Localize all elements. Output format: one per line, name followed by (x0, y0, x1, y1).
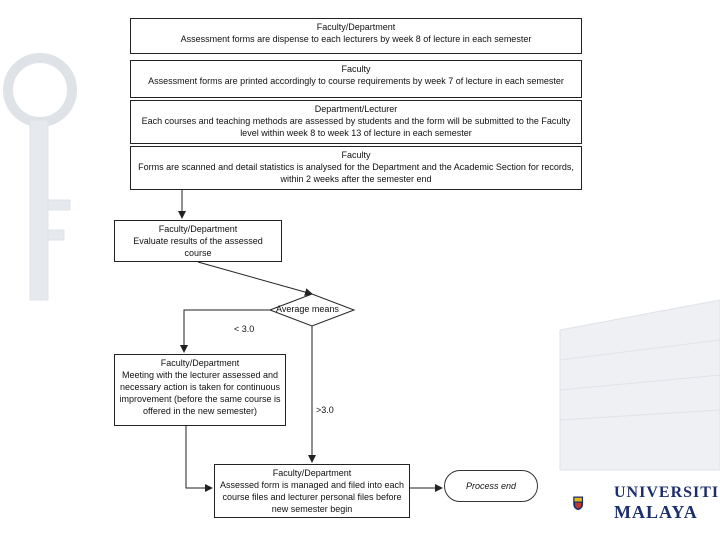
decision-label: Average means (276, 304, 339, 314)
low-branch-label: < 3.0 (234, 324, 255, 334)
step-box-2: Faculty Assessment forms are printed acc… (130, 60, 582, 98)
step-text: Each courses and teaching methods are as… (141, 116, 571, 138)
step-title: Department/Lecturer (314, 104, 398, 114)
evaluate-box: Faculty/Department Evaluate results of t… (114, 220, 282, 262)
final-title: Faculty/Department (272, 468, 352, 478)
logo-line-1: UNIVERSITI (614, 484, 720, 501)
high-branch-label: >3.0 (316, 405, 334, 415)
logo-line-2: MALAYA (614, 502, 698, 522)
step-text: Forms are scanned and detail statistics … (138, 162, 574, 184)
step-box-1: Faculty/Department Assessment forms are … (130, 18, 582, 54)
meeting-text: Meeting with the lecturer assessed and n… (119, 370, 281, 416)
final-box: Faculty/Department Assessed form is mana… (214, 464, 410, 518)
connector-low-branch (180, 309, 270, 353)
step-text: Assessment forms are printed accordingly… (148, 76, 564, 86)
meeting-box: Faculty/Department Meeting with the lect… (114, 354, 286, 426)
step-box-3: Department/Lecturer Each courses and tea… (130, 100, 582, 144)
step-text: Evaluate results of the assessed course (133, 236, 263, 258)
process-end-terminal: Process end (444, 470, 538, 502)
step-title: Faculty/Department (316, 22, 396, 32)
connector-meeting-to-final (185, 426, 213, 492)
university-crest-icon (573, 496, 584, 511)
step-title: Faculty (341, 64, 371, 74)
decision-diamond (268, 293, 356, 327)
step-title: Faculty/Department (158, 224, 238, 234)
meeting-title: Faculty/Department (160, 358, 240, 368)
connector-to-decision (197, 261, 313, 296)
step-box-4: Faculty Forms are scanned and detail sta… (130, 146, 582, 190)
step-text: Assessment forms are dispense to each le… (180, 34, 532, 44)
final-text: Assessed form is managed and filed into … (219, 480, 405, 514)
step-title: Faculty (341, 150, 371, 160)
